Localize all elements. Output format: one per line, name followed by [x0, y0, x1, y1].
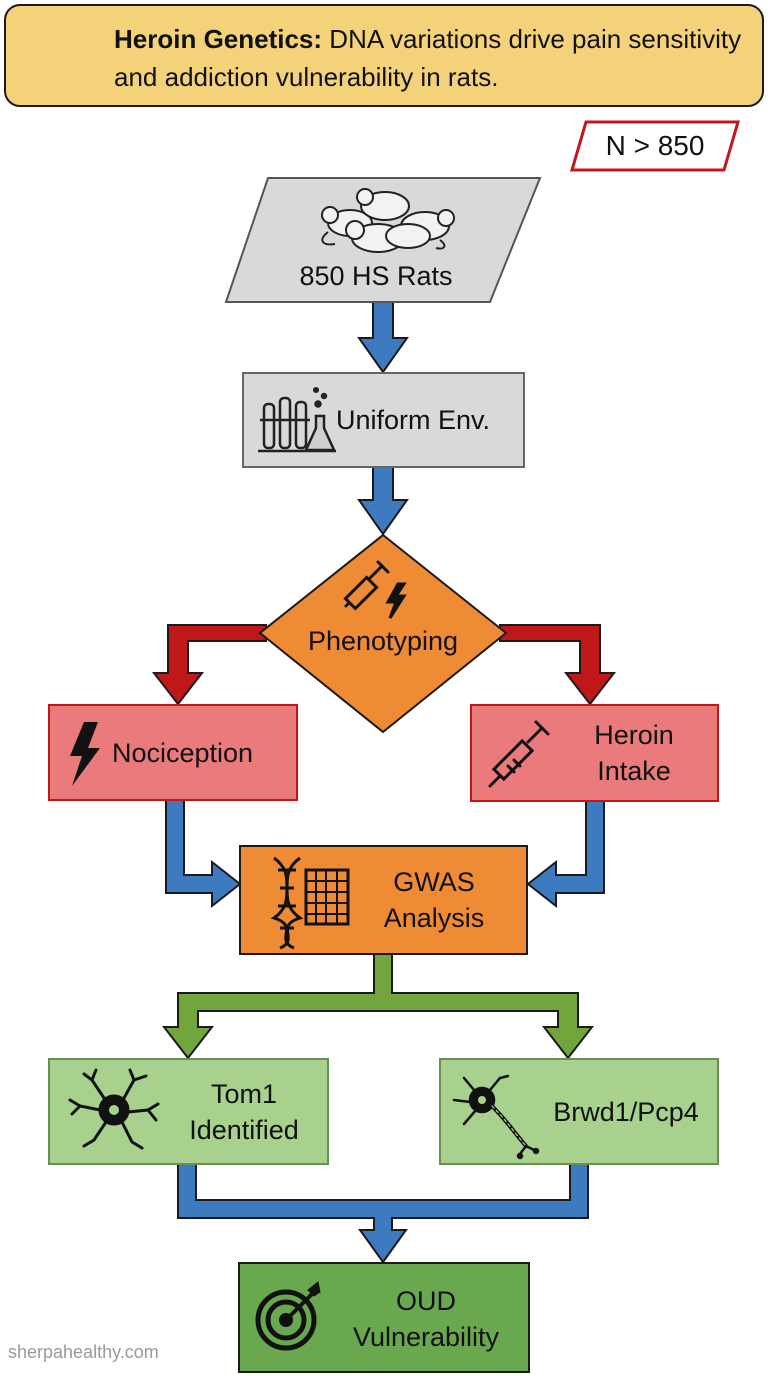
title-banner	[4, 4, 764, 107]
tom1-node-shape	[48, 1058, 329, 1165]
arrow-rats-to-env	[357, 301, 409, 374]
heroin-label-line1: Heroin	[594, 720, 674, 750]
lightning-icon	[70, 722, 100, 786]
arrow-merge-to-oud	[177, 1163, 589, 1264]
banner-text: Heroin Genetics: DNA variations drive pa…	[114, 20, 754, 96]
oud-label-line2: Vulnerability	[352, 1322, 500, 1352]
connector-arrows	[151, 301, 617, 1264]
arrow-phenotyping-to-nociception	[151, 624, 267, 706]
arrow-gwas-split	[161, 953, 595, 1060]
nociception-node-label: Nociception	[112, 738, 254, 768]
oud-node-label: OUD Vulnerability	[328, 1283, 524, 1355]
phenotyping-node-shape	[258, 533, 508, 734]
dna-grid-icon	[270, 856, 350, 950]
neuron-icon	[68, 1068, 160, 1150]
tom1-label-line2: Identified	[189, 1115, 299, 1145]
banner-title: Heroin Genetics:	[114, 24, 323, 54]
tom1-label-line1: Tom1	[210, 1079, 278, 1109]
rats-icon	[321, 188, 455, 253]
syringe-icon	[488, 720, 550, 788]
brwd1-node-label: Brwd1/Pcp4	[553, 1097, 699, 1127]
gwas-label-line1: GWAS	[393, 867, 475, 897]
phenotyping-node-label: Phenotyping	[307, 626, 459, 656]
gwas-label-line2: Analysis	[383, 903, 485, 933]
heroin-label-line2: Intake	[597, 756, 671, 786]
watermark: sherpahealthy.com	[8, 1342, 159, 1362]
arrow-env-to-phenotyping	[357, 466, 409, 536]
sample-size-badge: N > 850	[605, 130, 705, 161]
banner-description: DNA variations drive pain sensitivity an…	[114, 24, 742, 92]
lab-glassware-icon	[258, 386, 336, 453]
target-icon	[255, 1281, 321, 1351]
heroin-node-label: Heroin Intake	[556, 717, 712, 789]
arrow-heroin-to-gwas	[526, 800, 605, 909]
syringe-bolt-icon	[343, 560, 407, 619]
rats-node-label: 850 HS Rats	[299, 261, 453, 291]
n-badge-shape	[570, 120, 740, 172]
env-node-label: Uniform Env.	[336, 405, 491, 435]
tom1-node-label: Tom1 Identified	[168, 1076, 320, 1148]
oud-label-line1: OUD	[396, 1286, 456, 1316]
gwas-node-label: GWAS Analysis	[354, 864, 514, 936]
neuron-axon-icon	[452, 1074, 540, 1160]
arrow-phenotyping-to-heroin	[499, 624, 617, 706]
arrow-nociception-to-gwas	[165, 799, 242, 909]
